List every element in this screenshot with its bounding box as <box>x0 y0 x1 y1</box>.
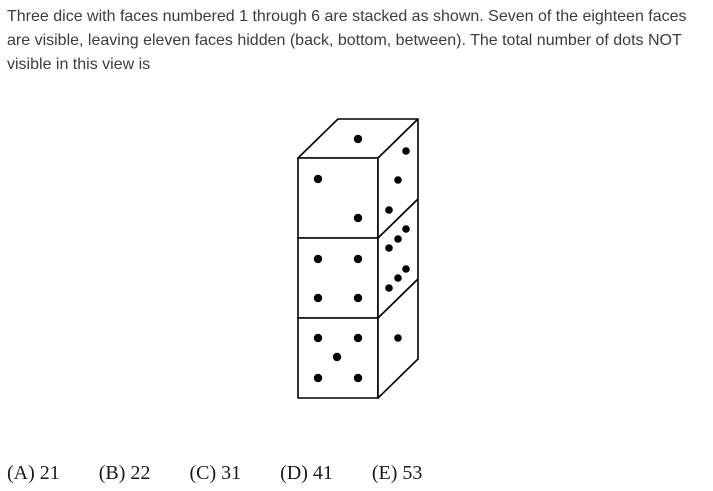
pip <box>313 333 323 343</box>
die-middle-front-face <box>297 237 379 319</box>
choice-a[interactable]: (A) 21 <box>7 462 60 484</box>
pip <box>394 334 402 342</box>
pip <box>313 254 323 264</box>
pip <box>353 333 363 343</box>
pip <box>385 284 393 292</box>
dice-pips <box>313 134 410 383</box>
choice-e[interactable]: (E) 53 <box>371 462 423 484</box>
pip <box>353 373 363 383</box>
stacked-dice-figure <box>297 118 419 399</box>
pip <box>402 225 410 233</box>
pip <box>394 274 402 282</box>
pip <box>402 147 410 155</box>
pip <box>353 134 363 144</box>
pip <box>353 213 363 223</box>
pip <box>385 206 393 214</box>
pip <box>313 293 323 303</box>
choice-d[interactable]: (D) 41 <box>280 462 333 484</box>
die-top-front-face <box>297 157 379 239</box>
pip <box>313 174 323 184</box>
pip <box>353 293 363 303</box>
pip <box>394 235 402 243</box>
choice-c[interactable]: (C) 31 <box>189 462 242 484</box>
pip <box>313 373 323 383</box>
question-text: Three dice with faces numbered 1 through… <box>7 8 687 73</box>
answer-choices: (A) 21 (B) 22 (C) 31 (D) 41 (E) 53 <box>7 462 422 485</box>
pip <box>332 352 342 362</box>
pip <box>402 265 410 273</box>
pip <box>385 244 393 252</box>
pip <box>353 254 363 264</box>
pip <box>394 176 402 184</box>
choice-b[interactable]: (B) 22 <box>98 462 151 484</box>
